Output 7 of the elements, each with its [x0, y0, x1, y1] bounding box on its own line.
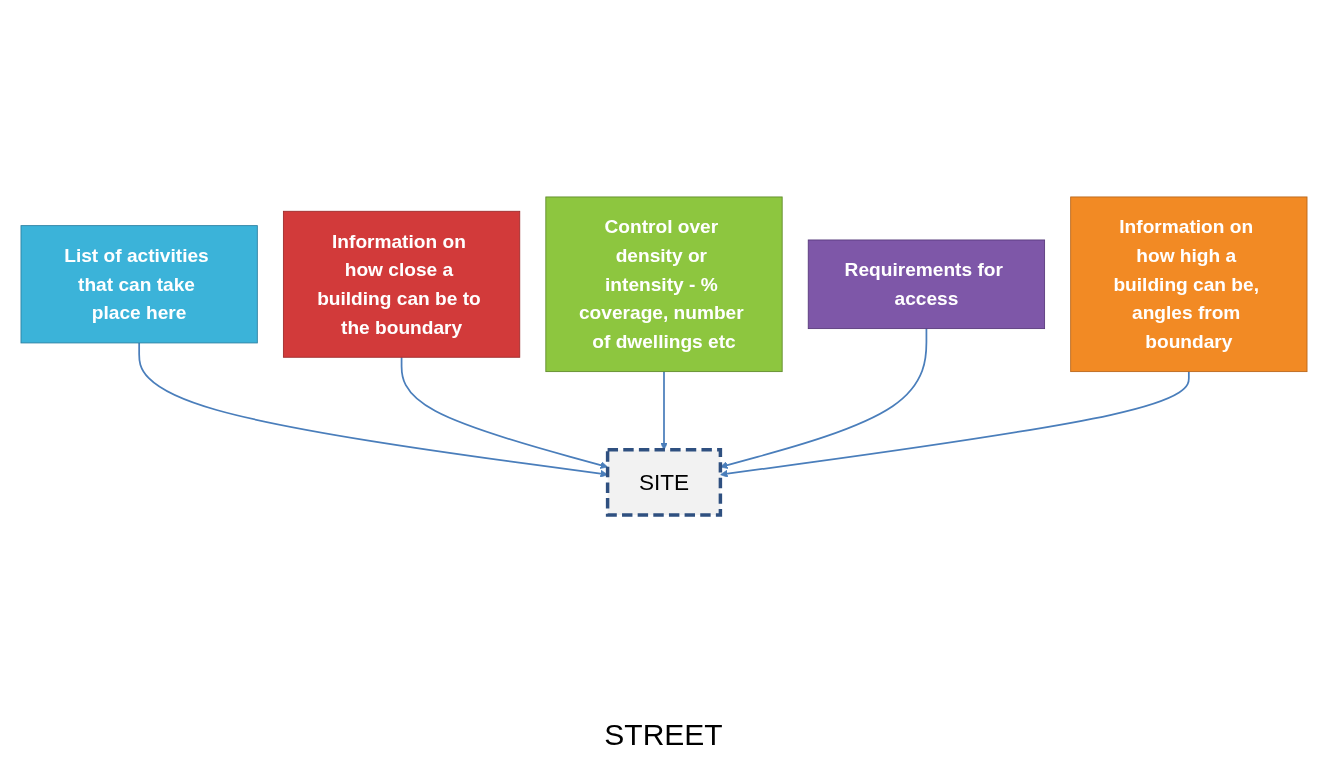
node-box: List of activities that can take place here	[20, 225, 258, 344]
node-box: Information on how close a building can be to the boundary	[282, 210, 520, 358]
node-box: Requirements for access	[807, 239, 1045, 330]
node-box: SITE	[605, 448, 722, 517]
node-box: Information on how high a building can be, angles from boundary	[1069, 196, 1307, 373]
node-box: Control over density or intensity - % coverage, number of dwellings etc	[544, 196, 783, 373]
street-label: STREET	[604, 718, 723, 751]
